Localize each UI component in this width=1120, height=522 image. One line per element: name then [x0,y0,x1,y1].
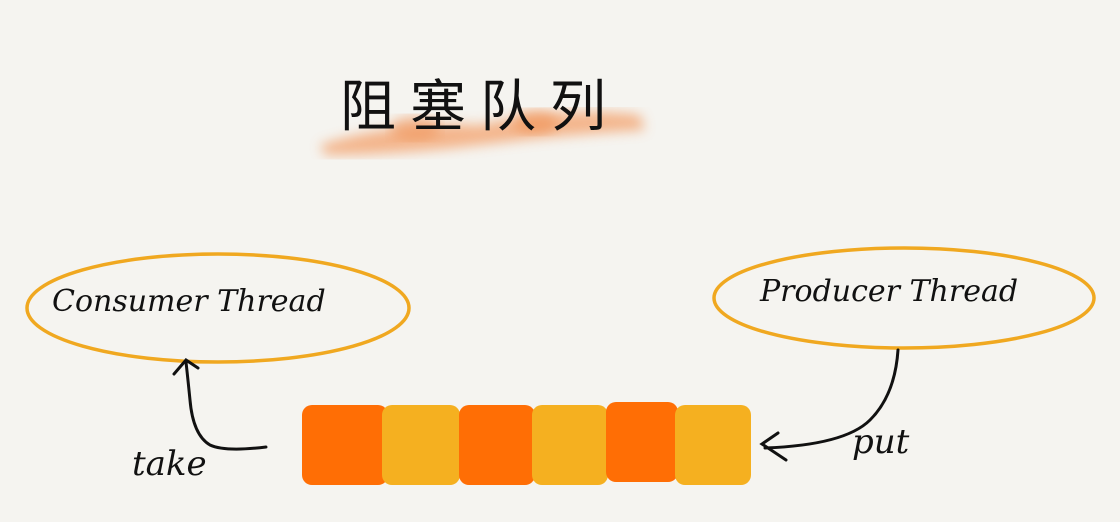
take-label: take [132,444,207,484]
queue-cell [382,405,460,485]
take-arrow-icon [172,358,268,451]
producer-thread-node: Producer Thread [708,244,1100,352]
queue-cell [532,405,608,485]
queue-cell [675,405,751,485]
consumer-thread-node: Consumer Thread [22,250,414,366]
queue-cell [302,405,388,485]
title-highlight-brush [320,110,645,155]
diagram-title: 阻塞队列 [340,75,620,140]
put-label: put [852,422,910,462]
queue-cell [459,405,535,485]
producer-thread-label: Producer Thread [760,274,1019,309]
ellipse-outline [712,246,1096,350]
ellipse-outline [25,252,411,364]
put-arrow-icon [759,348,900,462]
title-group: 阻塞队列 [300,50,660,170]
consumer-thread-label: Consumer Thread [52,284,326,319]
queue-cell [606,402,678,482]
